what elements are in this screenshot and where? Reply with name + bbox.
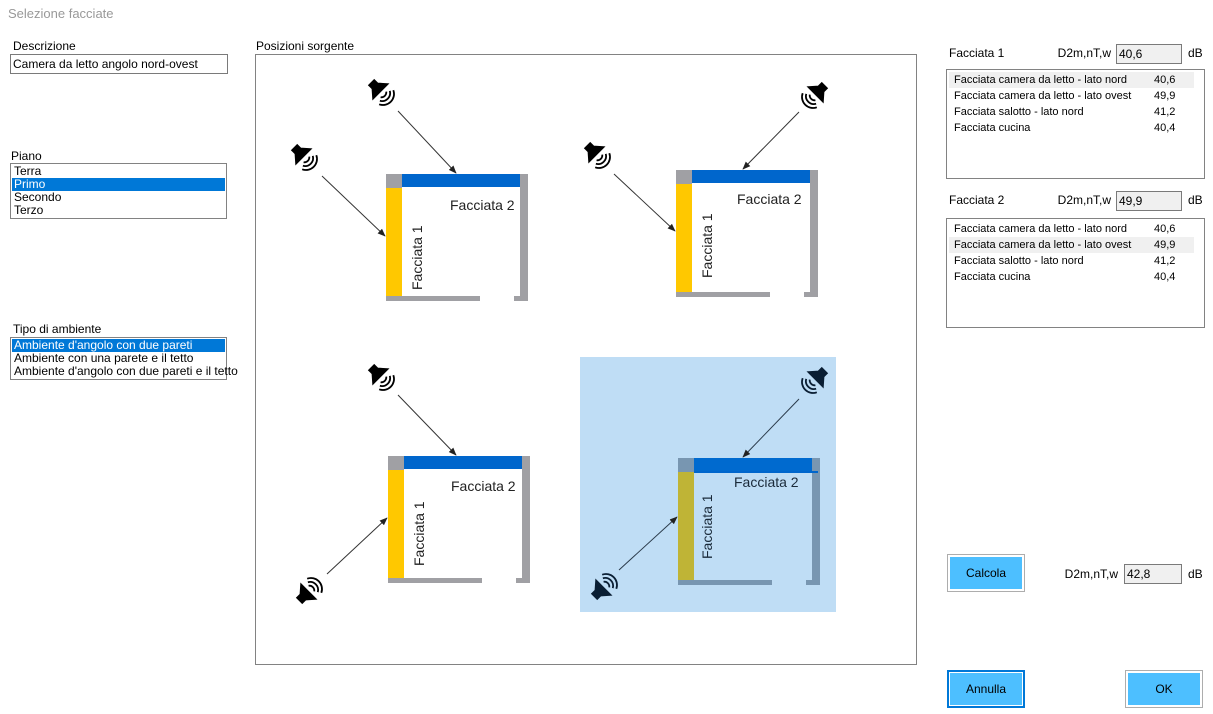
- facciata2-label: Facciata 2: [737, 191, 802, 207]
- facciata2-label: Facciata 2: [734, 474, 799, 490]
- facciata1-label: Facciata 1: [409, 225, 425, 290]
- piano-label: Piano: [11, 149, 42, 163]
- arrow-icon: [321, 175, 386, 237]
- diagram-option-1[interactable]: Facciata 2 Facciata 1: [270, 65, 550, 315]
- facciata2-label: Facciata 2: [450, 197, 515, 213]
- piano-option-primo[interactable]: Primo: [12, 178, 225, 191]
- diagram-option-3[interactable]: Facciata 2 Facciata 1: [280, 350, 550, 612]
- facciata1-unit: dB: [1188, 46, 1203, 60]
- piano-option-terzo[interactable]: Terzo: [14, 203, 44, 217]
- piano-option-secondo[interactable]: Secondo: [14, 190, 62, 204]
- tipo-option-parete-tetto[interactable]: Ambiente con una parete e il tetto: [14, 351, 194, 365]
- facciata2-value-field: 49,9: [1116, 191, 1182, 211]
- facciata2-label: Facciata 2: [451, 478, 516, 494]
- tipo-option-due-pareti-tetto[interactable]: Ambiente d'angolo con due pareti e il te…: [14, 364, 238, 378]
- arrow-icon: [613, 173, 676, 232]
- facciata2-metric: D2m,nT,w: [1057, 193, 1111, 207]
- arrow-icon: [326, 517, 388, 575]
- posizioni-label: Posizioni sorgente: [256, 39, 355, 53]
- arrow-icon: [742, 111, 800, 170]
- source-positions-canvas: Facciata 2 Facciata 1 Facciata 2 Facciat…: [270, 65, 840, 612]
- facciata1-metric: D2m,nT,w: [1057, 46, 1111, 60]
- selection-highlight: [580, 357, 836, 612]
- diagram-option-4[interactable]: Facciata 2 Facciata 1: [580, 357, 836, 612]
- descrizione-input[interactable]: [10, 54, 228, 74]
- result-unit: dB: [1188, 567, 1203, 581]
- diagram-option-2[interactable]: Facciata 2 Facciata 1: [578, 65, 840, 315]
- arrow-icon: [397, 394, 457, 456]
- piano-option-terra[interactable]: Terra: [14, 164, 42, 178]
- facciata1-label: Facciata 1: [411, 501, 427, 566]
- descrizione-label: Descrizione: [13, 39, 76, 53]
- posizioni-panel: Facciata 2 Facciata 1 Facciata 2 Facciat…: [255, 54, 917, 665]
- piano-listbox[interactable]: Terra Primo Secondo Terzo: [10, 163, 227, 219]
- arrow-icon: [397, 110, 457, 174]
- ok-button[interactable]: OK: [1125, 670, 1203, 708]
- annulla-button[interactable]: Annulla: [947, 670, 1025, 708]
- tipo-listbox[interactable]: Ambiente d'angolo con due pareti Ambient…: [10, 337, 238, 380]
- arrow-icon: [742, 398, 800, 458]
- facciata1-value-field: 40,6: [1116, 44, 1182, 64]
- facciata2-unit: dB: [1188, 193, 1203, 207]
- arrow-icon: [618, 516, 678, 571]
- facciata1-label: Facciata 1: [699, 494, 715, 559]
- tipo-label: Tipo di ambiente: [13, 322, 102, 336]
- calcola-button[interactable]: Calcola: [947, 554, 1025, 592]
- facciata1-label: Facciata 1: [699, 213, 715, 278]
- window-title: Selezione facciate: [8, 6, 114, 21]
- result-value-field: 42,8: [1124, 564, 1182, 584]
- facciata1-title: Facciata 1: [949, 46, 1005, 60]
- result-metric: D2m,nT,w: [1064, 567, 1118, 581]
- tipo-option-due-pareti[interactable]: Ambiente d'angolo con due pareti: [12, 339, 225, 352]
- facciata2-title: Facciata 2: [949, 193, 1005, 207]
